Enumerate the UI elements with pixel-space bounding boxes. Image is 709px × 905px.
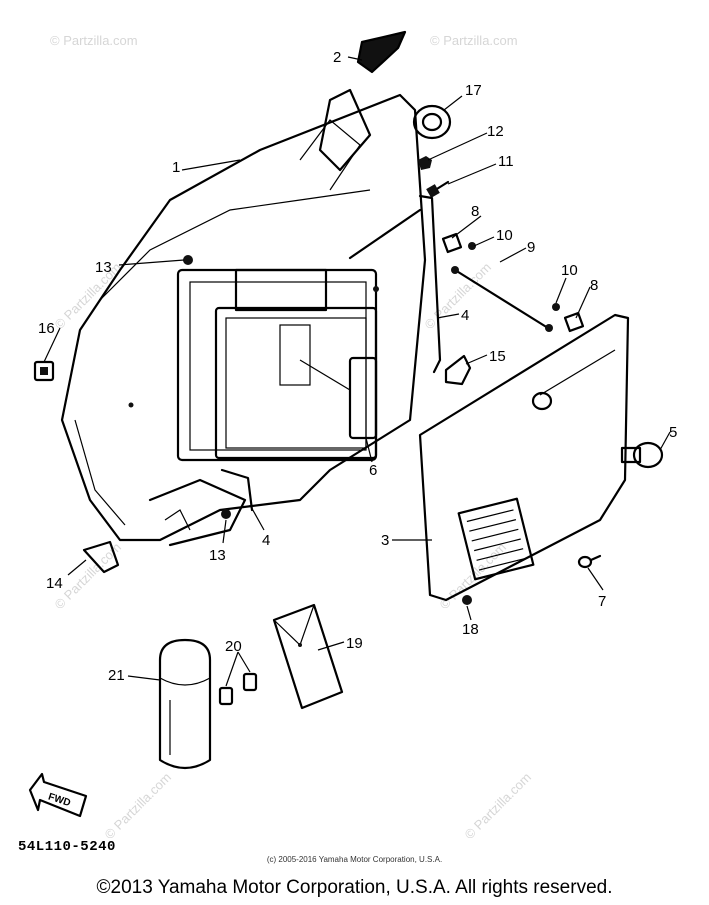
part-11-screw: [426, 180, 450, 198]
part-17-grommet: [412, 104, 452, 140]
callout-5: 5: [669, 424, 677, 441]
callout-3: 3: [381, 532, 389, 549]
part-15-catch: [444, 354, 472, 386]
callout-18: 18: [462, 621, 479, 638]
part-7-rivet: [577, 554, 602, 569]
watermark: © Partzilla.com: [102, 770, 175, 843]
part-8-bracket: [441, 232, 476, 254]
callout-17: 17: [465, 82, 482, 99]
part-13-clip: [221, 509, 231, 519]
diagram-code: 54L110-5240: [18, 839, 116, 855]
callout-4: 4: [461, 307, 469, 324]
callout-13: 13: [209, 547, 226, 564]
callout-15: 15: [489, 348, 506, 365]
watermark: © Partzilla.com: [52, 260, 125, 333]
watermark: © Partzilla.com: [50, 33, 138, 48]
part-4-wire: [348, 194, 442, 374]
watermark: © Partzilla.com: [437, 540, 510, 613]
part-21-canister: [158, 638, 212, 770]
callout-8: 8: [590, 277, 598, 294]
watermark-layer: © Partzilla.com © Partzilla.com © Partzi…: [50, 33, 534, 842]
part-1-inner-cover: [60, 88, 427, 547]
part-12-collar: [418, 156, 432, 170]
part-13-clip: [183, 255, 193, 265]
callout-16: 16: [38, 320, 55, 337]
callout-21: 21: [108, 667, 125, 684]
callout-19: 19: [346, 635, 363, 652]
footer-copyright: ©2013 Yamaha Motor Corporation, U.S.A. A…: [96, 877, 613, 898]
part-14-bracket: [82, 540, 120, 574]
small-copyright: (c) 2005-2016 Yamaha Motor Corporation, …: [266, 855, 443, 864]
callout-8: 8: [471, 203, 479, 220]
part-3-lid: [418, 313, 630, 602]
callout-10: 10: [496, 227, 513, 244]
callout-10: 10: [561, 262, 578, 279]
callout-1: 1: [172, 159, 180, 176]
callout-labels: 2 17 12 11 1 13 8 10 9 10 8 4 16 15 6 5 …: [38, 49, 677, 684]
callout-13: 13: [95, 259, 112, 276]
callout-4: 4: [262, 532, 270, 549]
callout-7: 7: [598, 593, 606, 610]
part-20-clip: [218, 672, 258, 706]
part-4-wire-lower: [220, 468, 254, 512]
part-18-tag: [462, 595, 472, 605]
callout-9: 9: [527, 239, 535, 256]
watermark: © Partzilla.com: [462, 770, 535, 843]
part-2-clip: [356, 30, 407, 74]
part-9-cable: [451, 266, 553, 332]
callout-20: 20: [225, 638, 242, 655]
leader-lines: [43, 56, 671, 687]
callout-2: 2: [333, 49, 341, 66]
callout-11: 11: [498, 153, 514, 170]
callout-14: 14: [46, 575, 63, 592]
part-6-strap: [299, 356, 378, 440]
callout-6: 6: [369, 462, 377, 479]
fwd-label: FWD: [47, 792, 72, 810]
watermark: © Partzilla.com: [430, 33, 518, 48]
part-5-knob: [620, 441, 664, 469]
part-16-plug: [33, 360, 55, 382]
callout-12: 12: [487, 123, 504, 140]
part-19-pouch: [272, 603, 344, 710]
fwd-arrow-icon: FWD: [28, 772, 88, 818]
part-8-bracket: [552, 303, 585, 333]
